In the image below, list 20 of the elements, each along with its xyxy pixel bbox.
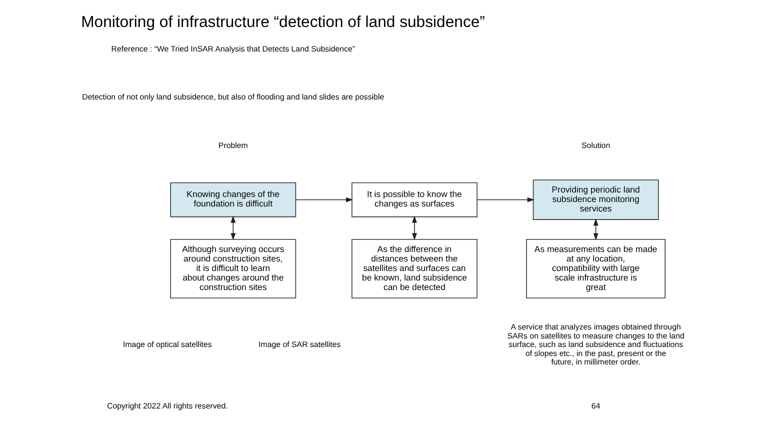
node-box: As measurements can be made at any location, compatibility with large scale infrastructure is great [526,238,666,298]
arrow [476,197,534,202]
label: Detection of not only land subsidence, but also of flooding and land slides are possible [82,92,384,102]
label: Problem [218,140,248,150]
arrow [412,216,417,240]
node-box: Although surveying occurs around construction sites, it is difficult to learn about changes around the construction sites [170,238,296,298]
label: Image of optical satellites [123,340,212,350]
label: 64 [591,401,600,410]
arrow [295,197,354,202]
label: Image of SAR satellites [258,340,341,350]
label: Reference : “We Tried InSAR Analysis that Detects Land Subsidence” [111,44,356,54]
arrow [230,216,236,240]
diagram-title: Monitoring of infrastructure “detection of land subsidence” [81,14,485,32]
node-box: Knowing changes of the foundation is difficult [170,182,296,218]
label: Copyright 2022 All rights reserved. [106,401,228,410]
node-box: As the difference in distances between the satellites and surfaces can be known, land subsidence can be detected [352,238,478,298]
label: A service that analyzes images obtained through SARs on satellites to measure changes to the land surface, such as land subsidence and fluctuations of slopes etc., in the past, present or the future, in millimeter order. [507,322,684,366]
node-box: It is possible to know the changes as surfaces [352,182,478,218]
node-box: Providing periodic land subsidence monitoring services [532,180,659,220]
label: Solution [582,140,610,150]
